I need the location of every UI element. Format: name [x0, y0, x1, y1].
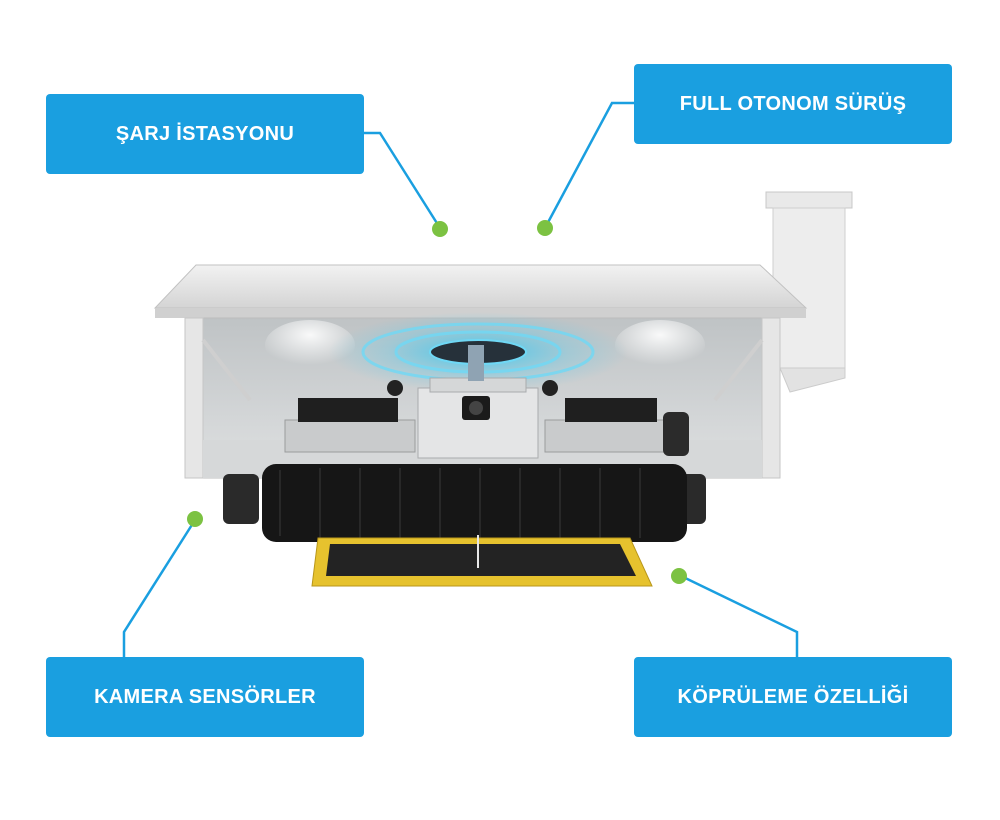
dot-full-autonomous: [537, 220, 553, 236]
callout-camera-sensors: KAMERA SENSÖRLER: [46, 657, 364, 737]
connector-lines: [122, 101, 799, 657]
cleaning-robot: [223, 345, 706, 587]
dot-charging-station: [432, 221, 448, 237]
callout-charging-station-label: ŞARJ İSTASYONU: [115, 122, 295, 145]
connector-full-autonomous: [543, 101, 634, 229]
callout-bridging-feature-label: KÖPRÜLEME ÖZELLİĞİ: [677, 685, 909, 708]
dot-camera-sensors: [187, 511, 203, 527]
callout-bridging-feature: KÖPRÜLEME ÖZELLİĞİ: [634, 657, 952, 737]
callout-full-autonomous-label: FULL OTONOM SÜRÜŞ: [679, 92, 907, 115]
connector-camera-sensors: [122, 519, 197, 657]
callout-camera-sensors-label: KAMERA SENSÖRLER: [94, 685, 316, 708]
connector-bridging: [678, 573, 799, 657]
dot-bridging: [671, 568, 687, 584]
connector-charging-station: [364, 131, 442, 229]
callout-charging-station: ŞARJ İSTASYONU: [46, 94, 364, 174]
main-brush: [262, 464, 687, 542]
station-roof: [153, 264, 808, 318]
connector-dots: [187, 220, 687, 584]
station-column: [765, 191, 853, 393]
callout-full-autonomous: FULL OTONOM SÜRÜŞ: [634, 64, 952, 144]
